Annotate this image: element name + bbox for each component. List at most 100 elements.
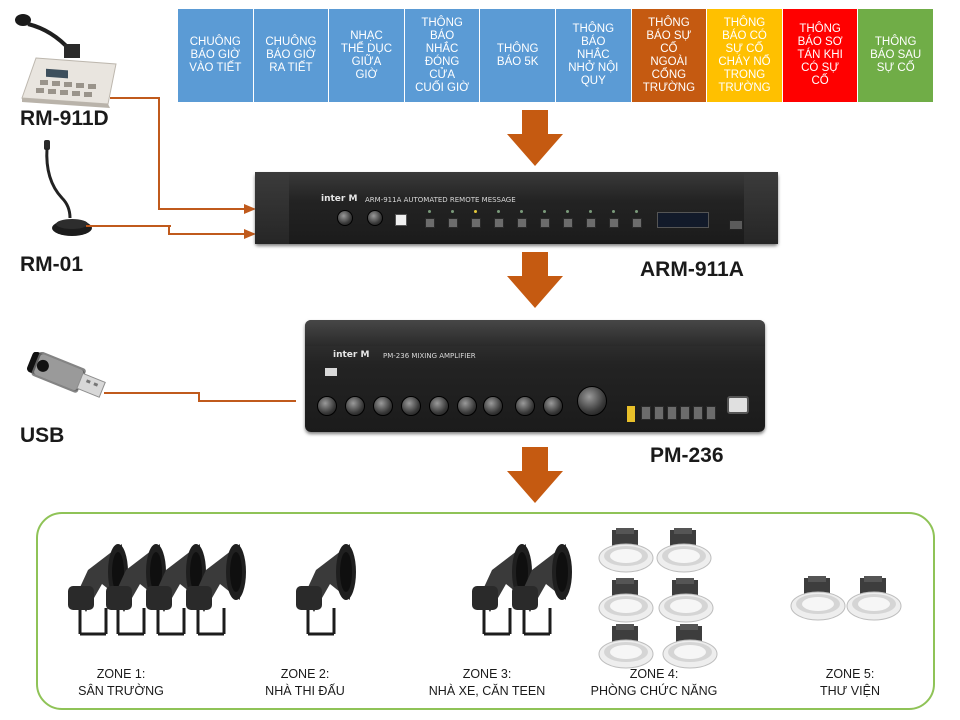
message-line: THÔNG — [723, 16, 766, 29]
message-line: BÁO SỰ — [646, 29, 692, 42]
message-line: VÀO TIẾT — [189, 62, 242, 74]
pm236-all-call-switch — [627, 406, 635, 422]
message-line: BÁO GIỜ — [190, 49, 241, 61]
pm236-input-knob — [345, 396, 365, 416]
message-line: BÁO SƠ — [797, 36, 843, 48]
cable-rm911d — [110, 97, 160, 99]
pm236-power-button — [727, 396, 749, 414]
message-line: QUY — [580, 75, 606, 87]
ceiling-speaker-icon — [598, 528, 654, 576]
arm911a-volume-knob — [337, 210, 353, 226]
pm236-input-knob — [543, 396, 563, 416]
message-line: BÁO 5K — [496, 55, 539, 68]
message-line: THÔNG — [421, 16, 463, 29]
arm911a-message-key — [586, 218, 596, 228]
message-line: GIỜ — [355, 68, 378, 81]
rm911d-label: RM-911D — [20, 107, 109, 130]
arm911a-led — [589, 210, 592, 213]
arm911a-message-key — [563, 218, 573, 228]
message-line: TRƯỜNG — [642, 81, 696, 94]
pm236-input-knob — [317, 396, 337, 416]
message-line: NHỞ NỘI — [568, 62, 619, 74]
pm236-panel-text: PM-236 MIXING AMPLIFIER — [383, 352, 476, 360]
message-line: BÁO CÓ — [722, 29, 767, 42]
arm911a-brand: inter M — [321, 194, 358, 204]
arm911a-volume-knob — [367, 210, 383, 226]
message-line: CỔNG — [651, 68, 687, 81]
pm236-input-knob — [457, 396, 477, 416]
message-line: TÁN KHI — [797, 49, 843, 61]
message-line: THÔNG — [874, 36, 917, 48]
arm911a-power-button — [729, 220, 743, 230]
message-line: RA TIẾT — [269, 62, 313, 74]
zone-1-label: ZONE 1:SÂN TRƯỜNG — [78, 667, 164, 698]
message-line: NGOÀI — [650, 55, 688, 68]
arm911a-message-key — [494, 218, 504, 228]
cable-rm01-arrowhead — [244, 229, 256, 239]
down-arrow-icon — [507, 252, 563, 308]
message-line: NHẠC — [350, 29, 383, 42]
message-line: SỰ CỐ — [876, 62, 915, 74]
pm236-usb-port — [325, 368, 337, 376]
message-line: CHUÔNG — [189, 36, 241, 48]
pm236-zone-switch — [693, 406, 703, 420]
message-line: THÔNG — [496, 42, 539, 55]
ceiling-speaker-icon — [656, 528, 712, 576]
zone-5-label: ZONE 5:THƯ VIỆN — [820, 667, 880, 698]
message-line: NHẮC — [425, 42, 459, 55]
ceiling-speaker-icon — [598, 624, 654, 672]
pm236-input-knob — [429, 396, 449, 416]
arm911a-led — [497, 210, 500, 213]
horn-speaker-icon — [290, 538, 356, 638]
arm911a-label: ARM-911A — [640, 258, 744, 281]
message-line: THỂ DỤC — [340, 42, 393, 55]
message-line: CỐ — [811, 75, 829, 87]
down-arrow-icon — [507, 447, 563, 503]
horn-speaker-icon — [100, 538, 166, 638]
message-line: THÔNG — [572, 23, 615, 35]
cable-rm01-right — [168, 233, 246, 235]
arm911a-display — [657, 212, 709, 228]
arm911a-message-key — [540, 218, 550, 228]
message-line: CHUÔNG — [265, 36, 317, 48]
message-line: ĐÓNG — [424, 55, 460, 68]
message-line: BÁO GIỜ — [266, 49, 316, 61]
cable-usb-down — [198, 392, 200, 402]
pm236-device: inter M PM-236 MIXING AMPLIFIER — [305, 320, 765, 432]
pm236-zone-switch — [641, 406, 651, 420]
cable-rm911d-arrowhead — [244, 204, 256, 214]
ceiling-speaker-icon — [846, 576, 902, 624]
arm911a-rec-button — [395, 214, 407, 226]
message-line: CÓ SỰ — [801, 62, 840, 74]
message-line: THÔNG — [648, 16, 690, 29]
ceiling-speaker-icon — [598, 578, 654, 626]
usb-stick-icon — [26, 352, 106, 398]
ceiling-speaker-icon — [790, 576, 846, 624]
arm911a-led — [474, 210, 477, 213]
pm236-label: PM-236 — [650, 444, 724, 467]
ceiling-speaker-icon — [662, 624, 718, 672]
message-line: TRƯỜNG — [718, 81, 771, 94]
message-line: CỬA — [429, 68, 455, 81]
arm911a-message-key — [471, 218, 481, 228]
pm236-input-knob — [483, 396, 503, 416]
arm911a-led — [428, 210, 431, 213]
message-line: GIỮA — [351, 55, 382, 68]
rm01-microphone-icon — [44, 140, 92, 236]
pm236-brand: inter M — [333, 350, 370, 360]
pm236-zone-switch — [654, 406, 664, 420]
pm236-input-knob — [515, 396, 535, 416]
cable-rm01 — [86, 225, 171, 233]
arm911a-led — [451, 210, 454, 213]
pm236-zone-switch — [706, 406, 716, 420]
zone-2-label: ZONE 2:NHÀ THI ĐẤU — [265, 667, 345, 698]
message-line: CỐ — [660, 42, 678, 55]
message-line: NHẮC — [577, 49, 610, 61]
